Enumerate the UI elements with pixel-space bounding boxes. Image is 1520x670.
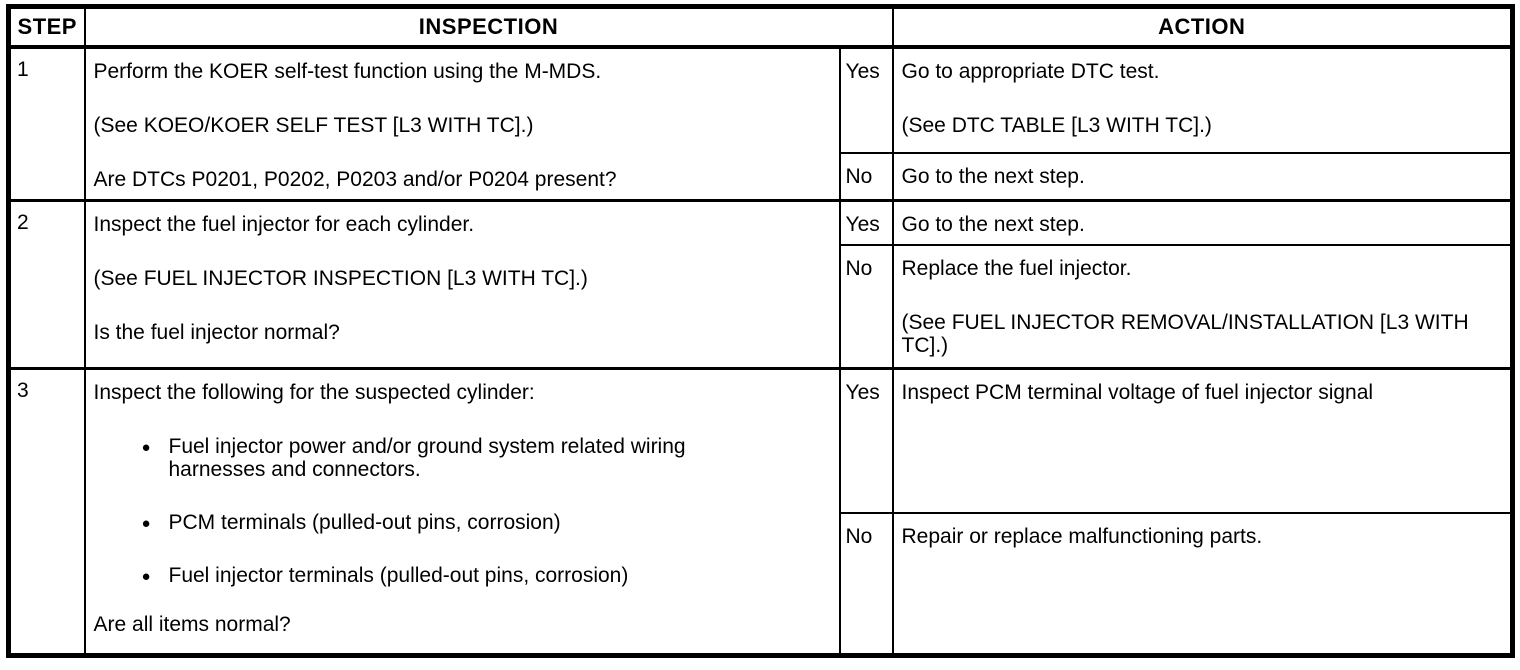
table-row-step3-no: No Repair or replace malfunctioning part… — [9, 511, 1513, 656]
action-paragraph: Inspect PCM terminal voltage of fuel inj… — [901, 381, 1374, 404]
header-row: STEP INSPECTION ACTION — [8, 6, 1513, 49]
yes-label-cell: Yes — [839, 46, 894, 154]
inspection-reference: (See FUEL INJECTOR INSPECTION [L3 WITH T… — [93, 266, 588, 290]
action-paragraph: Replace the fuel injector. — [901, 256, 1132, 280]
inspection-question: Is the fuel injector normal? — [93, 320, 340, 344]
yes-label-cell: Yes — [839, 367, 894, 513]
no-action-cell: Replace the fuel injector. (See FUEL INJ… — [892, 243, 1513, 369]
inspection-bullet-list: Fuel injector power and/or ground system… — [94, 435, 831, 588]
inspection-reference: (See KOEO/KOER SELF TEST [L3 WITH TC].) — [93, 113, 534, 137]
inspection-cell: Inspect the following for the suspected … — [84, 367, 841, 656]
inspection-question: Are all items normal? — [93, 613, 291, 636]
column-header-step: STEP — [8, 6, 86, 49]
no-label-cell: No — [839, 243, 894, 369]
no-action-cell: Repair or replace malfunctioning parts. — [892, 511, 1513, 656]
bullet-item: PCM terminals (pulled-out pins, corrosio… — [142, 511, 754, 535]
yes-action-cell: Inspect PCM terminal voltage of fuel inj… — [892, 367, 1513, 513]
bullet-item: Fuel injector power and/or ground system… — [142, 435, 754, 481]
step-number-cell: 2 — [8, 198, 86, 369]
table-row-step1-no: No Go to the next step. — [9, 152, 1513, 200]
step-number-cell: 3 — [8, 367, 86, 656]
table-row-step2-no: No Replace the fuel injector. (See FUEL … — [9, 243, 1513, 369]
bullet-item: Fuel injector terminals (pulled-out pins… — [142, 564, 754, 588]
action-paragraph: Repair or replace malfunctioning parts. — [901, 524, 1263, 548]
yes-action-cell: Go to the next step. — [892, 198, 1513, 245]
yes-label-cell: Yes — [839, 198, 894, 245]
no-action-cell: Go to the next step. — [892, 152, 1513, 200]
step-number-cell: 1 — [8, 46, 86, 200]
no-label-cell: No — [839, 152, 894, 200]
inspection-intro: Inspect the following for the suspected … — [93, 381, 535, 404]
action-reference: (See FUEL INJECTOR REMOVAL/INSTALLATION … — [901, 310, 1469, 357]
table-row-step2-yes: 2 Inspect the fuel injector for each cyl… — [8, 198, 1513, 369]
inspection-cell: Inspect the fuel injector for each cylin… — [84, 198, 841, 369]
no-label-cell: No — [839, 511, 894, 656]
column-header-action: ACTION — [892, 6, 1513, 49]
inspection-paragraph: Perform the KOER self-test function usin… — [93, 59, 602, 83]
table-row-step3-yes: 3 Inspect the following for the suspecte… — [8, 367, 1513, 656]
action-paragraph: Go to the next step. — [901, 165, 1085, 189]
inspection-paragraph: Inspect the fuel injector for each cylin… — [93, 212, 475, 236]
inspection-question: Are DTCs P0201, P0202, P0203 and/or P020… — [93, 167, 617, 191]
table-row-step1-yes: 1 Perform the KOER self-test function us… — [8, 46, 1513, 200]
action-paragraph: Go to appropriate DTC test. — [901, 59, 1160, 83]
column-header-inspection: INSPECTION — [84, 6, 894, 49]
yes-action-cell: Go to appropriate DTC test. (See DTC TAB… — [893, 47, 1513, 154]
inspection-cell: Perform the KOER self-test function usin… — [84, 46, 841, 200]
action-reference: (See DTC TABLE [L3 WITH TC].) — [901, 113, 1212, 137]
action-paragraph: Go to the next step. — [901, 212, 1085, 236]
troubleshooting-table: STEP INSPECTION ACTION 1 Perform the KOE… — [6, 4, 1515, 658]
